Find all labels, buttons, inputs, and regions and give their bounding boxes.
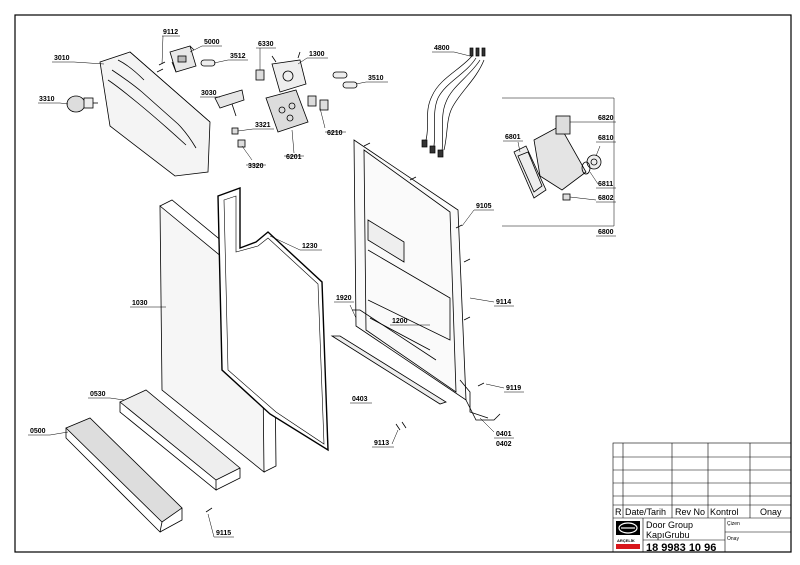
part-label: 3321 (255, 122, 271, 129)
drawing-title-en: Door Group (646, 520, 693, 530)
bottom-parts (65, 309, 447, 533)
approved-by-label: Onay (727, 536, 739, 542)
part-label: 6201 (286, 154, 302, 161)
part-label: 6802 (598, 195, 614, 202)
part-label: 0402 (496, 441, 512, 448)
part-label: 1920 (336, 295, 352, 302)
part-label: 9114 (496, 299, 511, 306)
title-block-text: R Date/Tarih Rev No Kontrol Onay Door Gr… (615, 507, 782, 554)
sheet-frame (14, 14, 792, 553)
dispenser-group (502, 97, 615, 227)
part-label: 6210 (327, 130, 343, 137)
rev-header-rev: Rev No (675, 507, 705, 517)
part-label: 3320 (248, 163, 264, 170)
drawing-title-tr: KapıGrubu (646, 530, 690, 540)
part-label: 1300 (309, 51, 325, 58)
part-label: 3512 (230, 53, 246, 60)
part-label: 6820 (598, 115, 614, 122)
rev-header-check: Kontrol (710, 507, 739, 517)
part-label: 9119 (506, 385, 521, 392)
part-label: 3510 (368, 75, 384, 82)
rev-header-r: R (615, 507, 622, 517)
part-label: 3310 (39, 96, 55, 103)
insulation-panel (217, 187, 329, 452)
part-label: 0530 (90, 391, 106, 398)
inner-door-frame (353, 139, 501, 421)
logo-text: ARÇELİK (617, 538, 635, 543)
drawn-by-label: Çizen (727, 521, 740, 527)
part-label: 1030 (132, 300, 148, 307)
part-label: 0403 (352, 396, 368, 403)
part-label: 0401 (496, 431, 512, 438)
part-label: 9115 (216, 530, 231, 537)
part-label: 6811 (598, 181, 613, 188)
part-label: 3030 (201, 90, 217, 97)
part-label: 9105 (476, 203, 492, 210)
title-block (612, 442, 792, 553)
part-label: 6330 (258, 41, 274, 48)
part-label: 1230 (302, 243, 318, 250)
leader-lines (28, 35, 616, 538)
control-panel-group (66, 45, 358, 177)
wire-harness (421, 47, 486, 158)
rev-header-approve: Onay (760, 507, 782, 517)
part-label: 3010 (54, 55, 70, 62)
part-labels: 9112 5000 3512 6330 1300 3010 3510 3030 … (30, 29, 614, 537)
part-label: 6801 (505, 134, 521, 141)
part-label: 9113 (374, 440, 389, 447)
part-label: 1200 (392, 318, 408, 325)
rev-header-date: Date/Tarih (625, 507, 666, 517)
part-label: 6810 (598, 135, 614, 142)
part-label: 9112 (163, 29, 178, 36)
company-logo: ARÇELİK (616, 521, 640, 549)
part-label: 5000 (204, 39, 220, 46)
part-label: 0500 (30, 428, 46, 435)
part-label: 6800 (598, 229, 614, 236)
drawing-number: 18 9983 10 96 (646, 542, 716, 554)
part-label: 4800 (434, 45, 450, 52)
